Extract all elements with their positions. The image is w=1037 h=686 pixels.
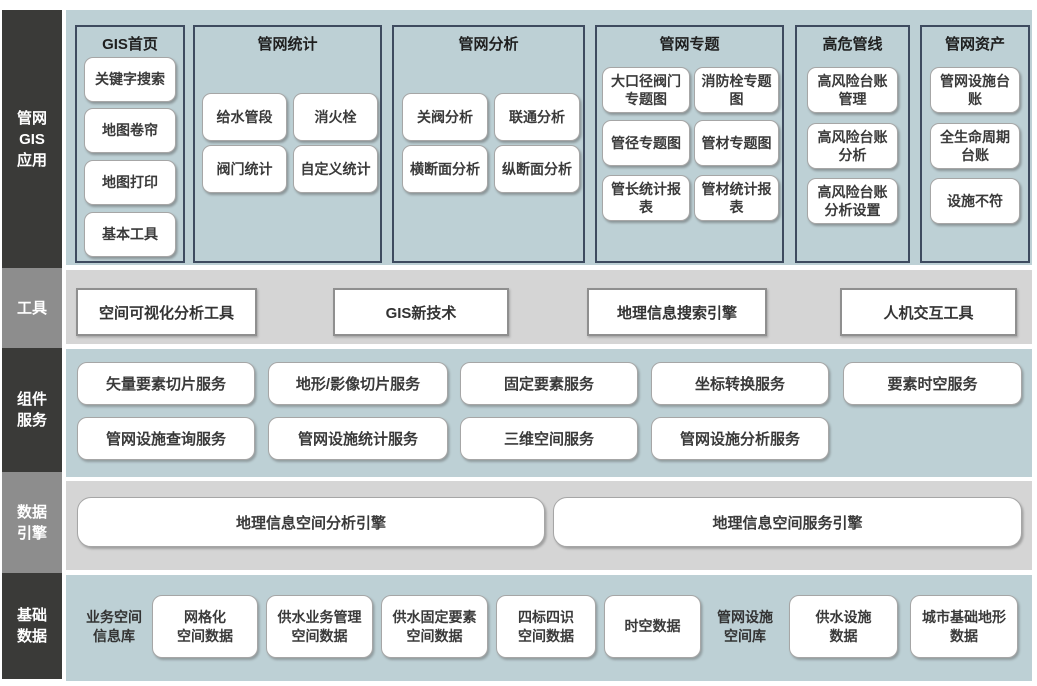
- module-item: 大口径阀门 专题图: [602, 67, 690, 113]
- service-box: 管网设施查询服务: [77, 417, 255, 460]
- module-item: 自定义统计: [293, 145, 378, 193]
- engine-box: 地理信息空间服务引擎: [553, 497, 1022, 547]
- module-box-pipe-themes: 管网专题 大口径阀门 专题图 消防栓专题 图 管径专题图 管材专题图 管长统计报…: [595, 25, 784, 263]
- module-item: 高风险台账 分析设置: [807, 178, 898, 224]
- sidebar-label-services: 组件 服务: [2, 348, 62, 472]
- service-box: 固定要素服务: [460, 362, 638, 405]
- tool-box: 地理信息搜索引擎: [587, 288, 767, 336]
- module-item: 高风险台账 分析: [807, 123, 898, 169]
- module-item: 关阀分析: [402, 93, 488, 141]
- module-item: 设施不符: [930, 178, 1020, 224]
- base-data-box: 时空数据: [604, 595, 701, 658]
- service-box: 三维空间服务: [460, 417, 638, 460]
- module-item: 管径专题图: [602, 120, 690, 166]
- tool-box: 空间可视化分析工具: [76, 288, 257, 336]
- sidebar-label-tools: 工具: [2, 268, 62, 348]
- module-item: 全生命周期 台账: [930, 123, 1020, 169]
- service-box: 要素时空服务: [843, 362, 1022, 405]
- module-title: 管网统计: [257, 36, 318, 53]
- module-item: 关键字搜索: [84, 57, 176, 102]
- sidebar-label-base-data: 基础 数据: [2, 573, 62, 679]
- service-box: 坐标转换服务: [651, 362, 829, 405]
- service-box: 地形/影像切片服务: [268, 362, 448, 405]
- module-box-pipe-assets: 管网资产 管网设施台 账 全生命周期 台账 设施不符: [920, 25, 1030, 263]
- module-title: GIS首页: [102, 36, 158, 53]
- module-item: 地图卷帘: [84, 108, 176, 153]
- module-box-gis-home: GIS首页 关键字搜索 地图卷帘 地图打印 基本工具: [75, 25, 185, 263]
- module-title: 管网资产: [944, 36, 1005, 53]
- tool-box: GIS新技术: [333, 288, 509, 336]
- module-item: 基本工具: [84, 212, 176, 257]
- module-title: 管网分析: [458, 36, 519, 53]
- database-label: 业务空间 信息库: [86, 608, 142, 644]
- module-item: 消火栓: [293, 93, 378, 141]
- module-box-pipe-analysis: 管网分析 关阀分析 联通分析 横断面分析 纵断面分析: [392, 25, 585, 263]
- base-data-box: 城市基础地形 数据: [910, 595, 1018, 658]
- module-item: 横断面分析: [402, 145, 488, 193]
- base-data-box: 供水设施 数据: [789, 595, 898, 658]
- module-item: 给水管段: [202, 93, 287, 141]
- sidebar-label-gis-app: 管网 GIS 应用: [2, 10, 62, 268]
- service-box: 矢量要素切片服务: [77, 362, 255, 405]
- service-box: 管网设施分析服务: [651, 417, 829, 460]
- module-item: 管材统计报 表: [694, 175, 779, 221]
- module-item: 纵断面分析: [494, 145, 580, 193]
- module-item: 地图打印: [84, 160, 176, 205]
- module-title: 管网专题: [659, 36, 720, 53]
- tool-box: 人机交互工具: [840, 288, 1017, 336]
- module-item: 管材专题图: [694, 120, 779, 166]
- base-data-box: 供水固定要素 空间数据: [381, 595, 488, 658]
- base-data-box: 四标四识 空间数据: [496, 595, 596, 658]
- module-item: 高风险台账 管理: [807, 67, 898, 113]
- module-box-high-risk-pipeline: 高危管线 高风险台账 管理 高风险台账 分析 高风险台账 分析设置: [795, 25, 910, 263]
- base-data-box: 网格化 空间数据: [152, 595, 258, 658]
- base-data-box: 供水业务管理 空间数据: [266, 595, 373, 658]
- module-item: 联通分析: [494, 93, 580, 141]
- sidebar-label-engine: 数据 引擎: [2, 472, 62, 573]
- module-item: 管网设施台 账: [930, 67, 1020, 113]
- module-box-pipe-statistics: 管网统计 给水管段 消火栓 阀门统计 自定义统计: [193, 25, 382, 263]
- engine-box: 地理信息空间分析引擎: [77, 497, 545, 547]
- module-title: 高危管线: [822, 36, 883, 53]
- module-item: 阀门统计: [202, 145, 287, 193]
- module-item: 管长统计报 表: [602, 175, 690, 221]
- module-item: 消防栓专题 图: [694, 67, 779, 113]
- database-label: 管网设施 空间库: [717, 608, 773, 644]
- service-box: 管网设施统计服务: [268, 417, 448, 460]
